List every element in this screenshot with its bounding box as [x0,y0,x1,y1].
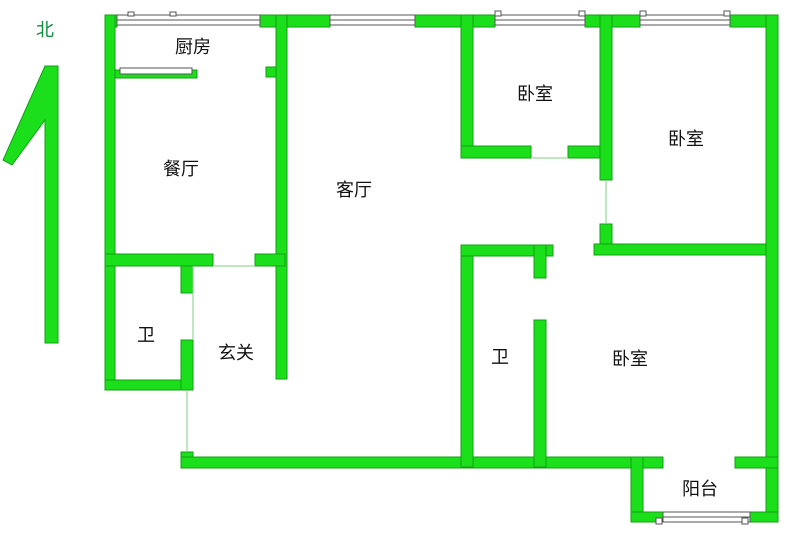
wall-balcony-top-east [734,456,779,469]
window-kitchen [116,11,261,26]
wall-balcony-bottom-b [749,511,779,523]
north-arrow-icon [2,65,59,344]
label-bedroom-small: 卧室 [517,84,553,105]
wall-dining-bottom-b [254,253,286,267]
window-balcony [655,511,751,525]
window-bed-small [494,10,586,26]
windows [116,10,751,525]
north-label: 北 [36,20,54,41]
wall-dining-bottom-a [104,253,214,267]
label-balcony: 阳台 [682,479,718,500]
wall-bath-mid-east [533,319,547,468]
wall-south [180,456,664,469]
wall-bath-mid-west [460,244,474,468]
wall-bath-mid-top [460,244,554,257]
label-bath-west: 卫 [137,325,155,346]
wall-dining-living-b [275,14,288,380]
wall-bed-ne-south [593,243,779,256]
wall-top-3 [414,14,496,28]
window-bed-ne [639,10,731,26]
north-arrow [2,65,59,344]
window-living [329,14,416,26]
wall-bed-small-bottom-a [460,145,532,159]
label-kitchen: 厨房 [175,37,211,58]
label-bath-middle: 卫 [491,347,509,368]
wall-bed-small-east [599,14,613,181]
wall-east [765,14,779,523]
wall-bed-small-west [460,14,474,159]
label-bedroom-southeast: 卧室 [612,349,648,370]
wall-bath-west-bottom [104,379,194,391]
label-dining: 餐厅 [163,159,199,180]
wall-entry-post [180,339,194,391]
wall-west [104,14,116,391]
wall-entry-post-top [180,264,194,294]
label-entry: 玄关 [218,343,254,364]
label-bedroom-northeast: 卧室 [668,129,704,150]
door-openings [186,157,607,452]
wall-bath-mid-stub [533,244,547,279]
walls [104,14,779,523]
label-living: 客厅 [336,180,372,201]
wall-top-2 [259,14,331,28]
window-kitchen-inner [119,67,193,75]
